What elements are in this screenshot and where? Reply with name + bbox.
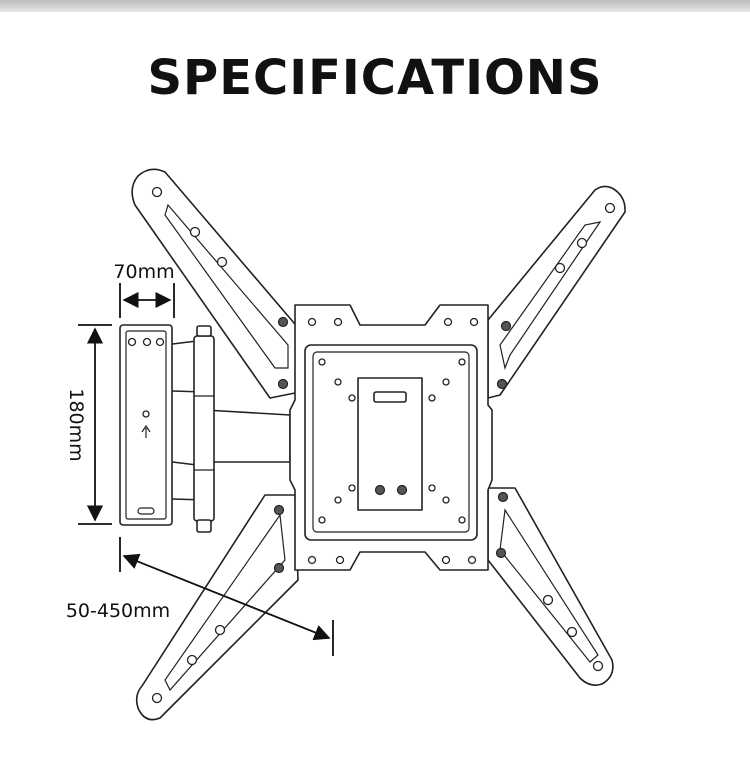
dimension-height: 180mm — [65, 324, 112, 525]
height-label: 180mm — [65, 388, 87, 461]
top-band — [0, 0, 750, 12]
depth-label: 70mm — [113, 261, 174, 283]
bracket-arm-top-right — [487, 185, 626, 399]
tv-plate — [289, 304, 493, 571]
bracket-arm-bottom-right — [487, 487, 614, 686]
page-title: SPECIFICATIONS — [147, 50, 603, 106]
dimension-depth: 70mm — [113, 261, 175, 318]
extension-label: 50-450mm — [66, 600, 170, 622]
wall-plate — [119, 324, 173, 526]
dimension-extension: 50-450mm — [66, 537, 334, 656]
